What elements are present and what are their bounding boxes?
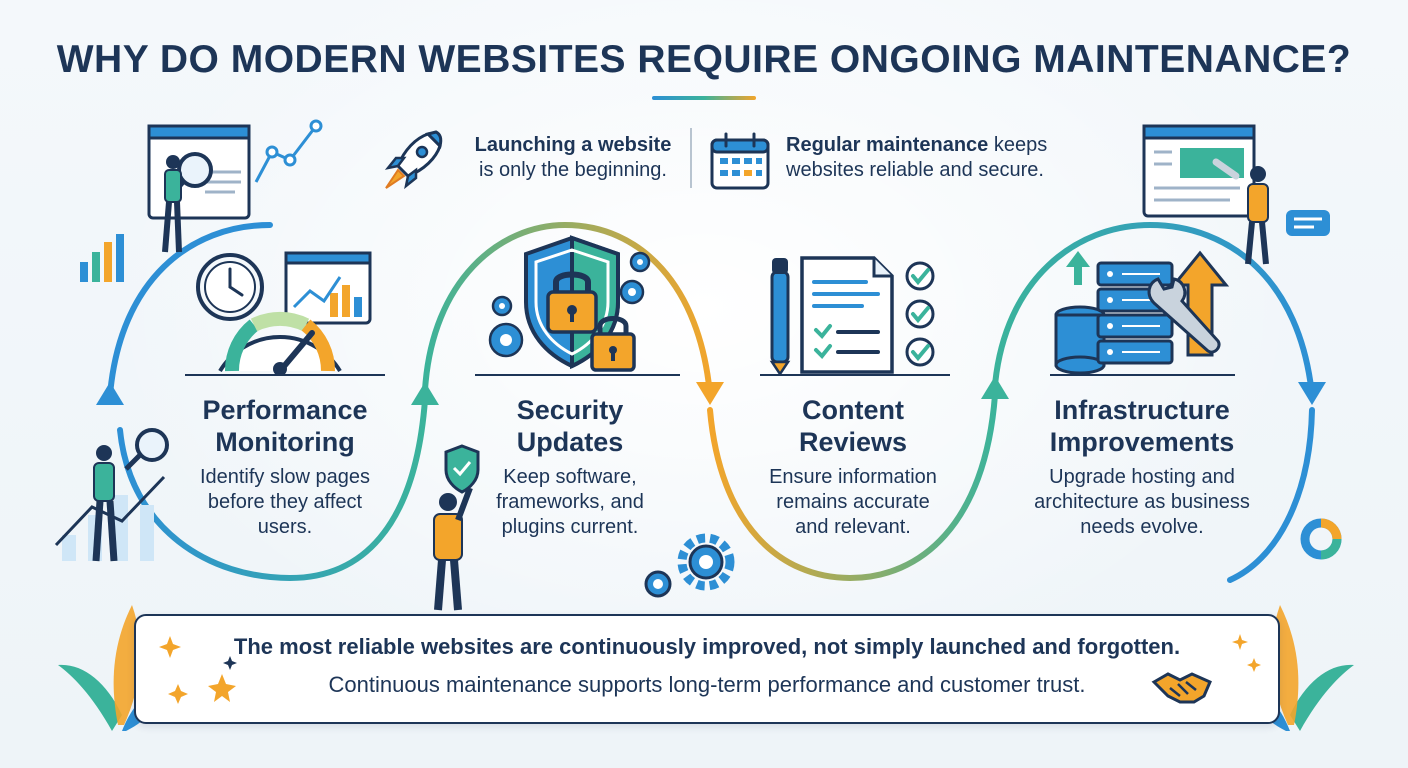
callout-divider	[690, 128, 692, 188]
callout-launching: Launching a website is only the beginnin…	[458, 133, 688, 183]
shield-lock-icon	[488, 235, 651, 372]
stage-desc-content: Ensure information remains accurate and …	[738, 465, 968, 540]
arrow-up-2	[411, 382, 439, 405]
stage-title-security: Security Updates	[450, 394, 690, 458]
callout-regular-bold: Regular maintenance	[786, 134, 989, 156]
title-underline	[652, 96, 756, 100]
chat-bubble-icon	[1286, 210, 1330, 236]
stage-title-line: Updates	[516, 427, 624, 457]
callout-regular: Regular maintenance keeps websites relia…	[786, 133, 1086, 183]
arrow-up-left	[96, 382, 124, 405]
stage-title-line: Security	[516, 395, 624, 425]
stage-desc-line: Ensure information	[769, 466, 937, 488]
stage-title-line: Infrastructure	[1054, 395, 1230, 425]
arrow-down-3	[696, 382, 724, 405]
stage-title-line: Content	[802, 395, 904, 425]
growth-line-icon	[254, 119, 323, 183]
stage-desc-line: frameworks, and	[496, 491, 644, 513]
stage-title-infrastructure: Infrastructure Improvements	[1012, 394, 1272, 458]
arrow-down-right	[1298, 382, 1326, 405]
arc-right-bottom	[1227, 407, 1315, 583]
footer-main-text: The most reliable websites are continuou…	[233, 634, 1181, 659]
sparkle-icon	[159, 636, 237, 704]
donut-chart-icon	[1300, 518, 1342, 560]
footer-sub-text: Continuous maintenance supports long-ter…	[328, 672, 1086, 697]
stage-desc-performance: Identify slow pages before they affect u…	[175, 465, 395, 540]
checklist-icon	[769, 256, 935, 375]
stage-desc-line: Identify slow pages	[199, 466, 371, 488]
callout-launching-bold: Launching a website	[474, 134, 672, 156]
stage-title-line: Performance	[202, 395, 368, 425]
arrow-up-4	[981, 376, 1009, 399]
bar-chart-icon	[80, 234, 124, 282]
callout-regular-inline: keeps	[988, 134, 1048, 156]
stage-desc-line: before they affect	[207, 491, 363, 513]
person-analyst-illustration	[54, 428, 169, 562]
arc-2-top	[422, 221, 713, 398]
arc-3-bottom	[707, 392, 998, 582]
rocket-icon	[384, 130, 443, 190]
stage-desc-line: users.	[257, 516, 313, 538]
stage-desc-line: plugins current.	[501, 516, 639, 538]
gears-icon	[644, 533, 735, 598]
handshake-icon	[1151, 672, 1212, 704]
sparkle-right-icon	[1232, 634, 1261, 672]
stage-desc-line: needs evolve.	[1080, 516, 1204, 538]
stage-desc-security: Keep software, frameworks, and plugins c…	[455, 465, 685, 540]
stage-desc-line: architecture as business	[1034, 491, 1250, 513]
stage-desc-line: remains accurate	[776, 491, 930, 513]
person-magnifier-illustration	[147, 124, 251, 253]
speedometer-icon	[196, 251, 372, 375]
callout-launching-rest: is only the beginning.	[479, 159, 667, 181]
stage-desc-line: Keep software,	[503, 466, 637, 488]
stage-title-line: Monitoring	[215, 427, 355, 457]
arc-4-top	[992, 221, 1315, 398]
stage-desc-line: and relevant.	[795, 516, 911, 538]
arc-left	[107, 222, 273, 398]
callout-regular-rest: websites reliable and secure.	[786, 159, 1044, 181]
person-repair-illustration	[1142, 124, 1269, 265]
stage-desc-infrastructure: Upgrade hosting and architecture as busi…	[1012, 465, 1272, 540]
footer-banner	[134, 614, 1280, 724]
calendar-icon	[710, 132, 770, 190]
stage-title-performance: Performance Monitoring	[165, 394, 405, 458]
stage-title-line: Improvements	[1049, 427, 1235, 457]
server-wrench-icon	[1054, 250, 1230, 375]
stage-title-content: Content Reviews	[733, 394, 973, 458]
stage-desc-line: Upgrade hosting and	[1049, 466, 1235, 488]
stage-title-line: Reviews	[798, 427, 908, 457]
page-title: WHY DO MODERN WEBSITES REQUIRE ONGOING M…	[56, 38, 1352, 81]
person-shield-illustration	[433, 444, 480, 611]
